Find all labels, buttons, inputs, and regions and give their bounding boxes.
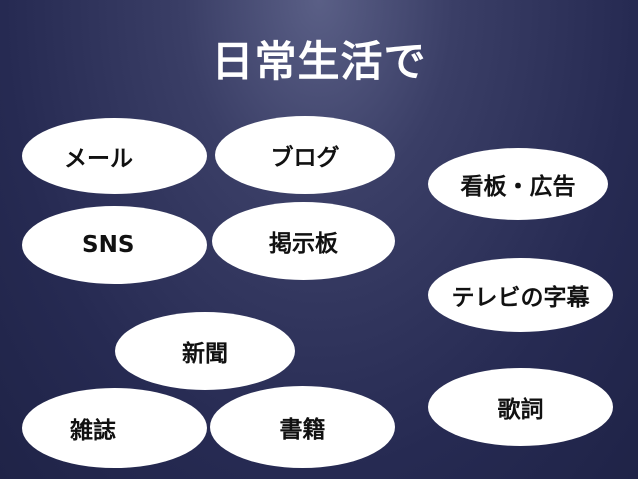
slide-title: 日常生活で (211, 37, 427, 86)
bubble-tv-subtitles: テレビの字幕 (428, 258, 613, 332)
bubble-bbs: 掲示板 (212, 202, 395, 280)
bubble-lyrics: 歌詞 (428, 368, 613, 446)
bubble-blog: ブログ (215, 116, 395, 194)
bubble-signboard-label: 看板・広告 (460, 174, 576, 200)
bubble-books-label: 書籍 (279, 417, 326, 443)
bubble-mail: メール (22, 118, 207, 194)
bubble-bbs-label: 掲示板 (269, 231, 338, 257)
bubble-tv-subtitles-label: テレビの字幕 (451, 285, 590, 311)
bubble-blog-label: ブログ (270, 145, 340, 171)
bubble-magazine: 雑誌 (22, 388, 207, 468)
bubble-magazine-label: 雑誌 (70, 418, 116, 444)
bubble-newspaper: 新聞 (115, 312, 295, 390)
bubble-books: 書籍 (210, 386, 395, 468)
bubble-lyrics-label: 歌詞 (497, 397, 544, 423)
bubble-sns-label: SNS (82, 232, 135, 258)
bubble-sns: SNS (22, 206, 207, 284)
bubble-signboard: 看板・広告 (428, 148, 608, 220)
bubble-mail-label: メール (64, 146, 133, 172)
bubble-newspaper-label: 新聞 (182, 341, 228, 367)
